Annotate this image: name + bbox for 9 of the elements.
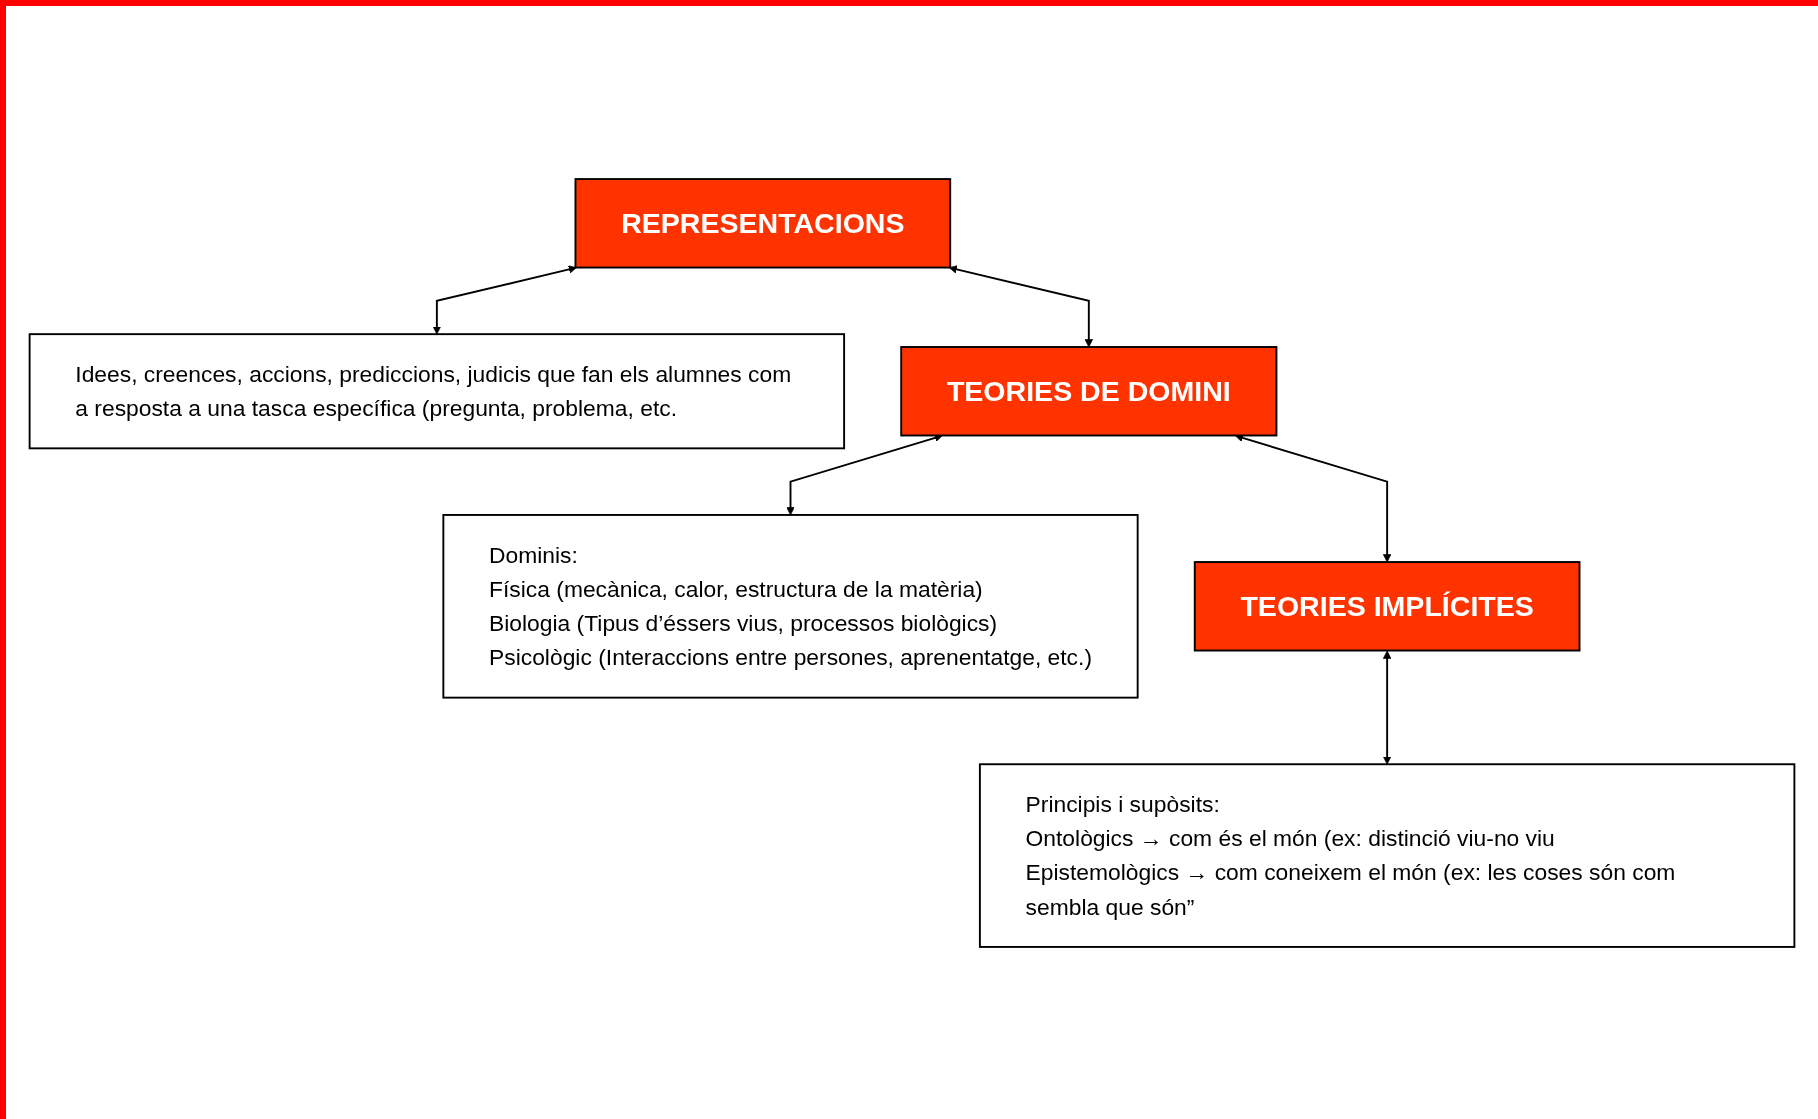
arrow: [432, 264, 577, 335]
node-box: REPRESENTACIONS: [574, 177, 952, 268]
arrow: [1382, 650, 1392, 765]
node-box: Principis i supòsits: Ontològics → com és el món (ex: distinció viu-no viu Epistemològics → com coneixem el món (ex: les coses són com sembla que són”: [978, 762, 1796, 948]
arrow: [948, 264, 1093, 347]
node-box: Idees, creences, accions, prediccions, judicis que fan els alumnes com a resposta a una tasca específica (pregunta, problema, etc.: [28, 332, 846, 449]
node-box: TEORIES IMPLÍCITES: [1193, 560, 1581, 651]
node-box: TEORIES DE DOMINI: [900, 345, 1278, 436]
node-box: Dominis: Física (mecànica, calor, estructura de la matèria) Biologia (Tipus d’éssers vius, processos biològics) Psicològic (Interaccions entre persones, aprenentatge, etc.): [442, 513, 1139, 699]
